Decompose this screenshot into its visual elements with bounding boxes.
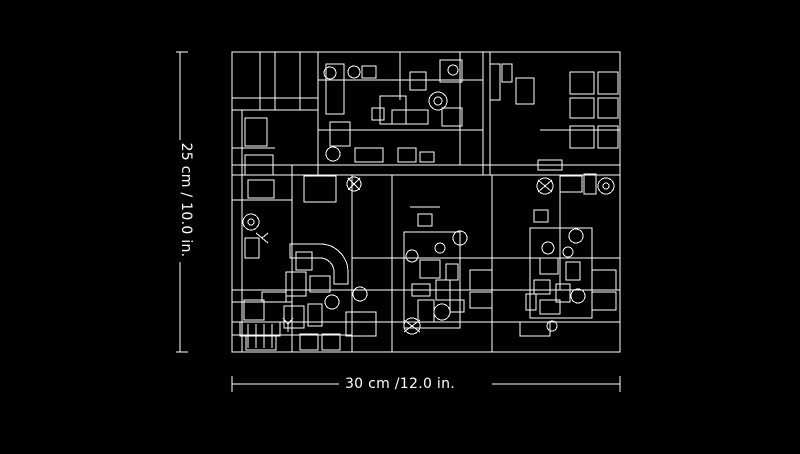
width-dimension-line	[231, 376, 621, 392]
width-dimension-text: 30 cm /12.0 in.	[338, 376, 462, 392]
upper-room-furniture	[244, 59, 619, 203]
height-dimension-line	[176, 51, 188, 353]
plan-grid	[232, 52, 620, 352]
width-dimension-label: 30 cm /12.0 in.	[0, 376, 800, 392]
right-office-furniture	[519, 209, 617, 337]
lounge-furniture	[239, 213, 377, 351]
height-dimension-label: 25 cm / 10.0 in.	[178, 142, 194, 258]
plant-icons	[255, 177, 553, 333]
plan-outline	[231, 51, 621, 353]
middle-office-furniture	[403, 213, 493, 335]
